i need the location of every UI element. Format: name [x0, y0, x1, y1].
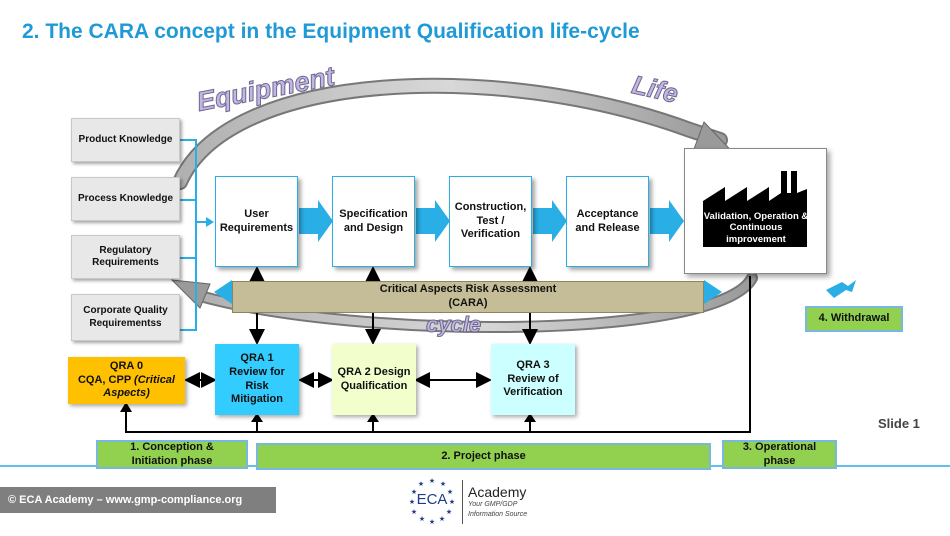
qra3-label: QRA 3 Review of Verification [503, 358, 563, 399]
slide-number: Slide 1 [878, 416, 920, 431]
logo-divider [462, 480, 463, 524]
process-label: Acceptance and Release [575, 207, 640, 234]
phase-label: 2. Project phase [441, 449, 526, 462]
svg-text:★: ★ [447, 488, 453, 496]
process-box-construction: Construction, Test / Verification [449, 176, 532, 267]
page-title: 2. The CARA concept in the Equipment Qua… [22, 20, 640, 43]
svg-text:★: ★ [440, 480, 446, 488]
process-label: Specification and Design [339, 207, 408, 234]
knowledge-box-process: Process Knowledge [71, 177, 180, 221]
knowledge-box-product: Product Knowledge [71, 118, 180, 162]
phase-conception: 1. Conception & Initiation phase [96, 440, 248, 469]
qra1-box: QRA 1 Review for Risk Mitigation [215, 344, 299, 415]
phase-label: 3. Operational phase [742, 440, 817, 467]
factory-icon [703, 171, 807, 247]
qra1-label: QRA 1 Review for Risk Mitigation [229, 352, 285, 406]
phase-project: 2. Project phase [256, 443, 711, 470]
copyright-text: © ECA Academy – www.gmp-compliance.org [8, 494, 243, 506]
process-label: User Requirements [219, 207, 294, 234]
validation-box: Validation, Operation & Continuous impro… [684, 148, 827, 274]
svg-text:★: ★ [419, 515, 425, 523]
withdrawal-arrow-icon [826, 280, 856, 298]
knowledge-label: Corporate Quality Requirementss [83, 305, 168, 329]
svg-text:★: ★ [411, 488, 417, 496]
brand-tagline-2: Information Source [468, 511, 528, 518]
qra0-title: QRA 0 [109, 359, 144, 372]
knowledge-box-corporate: Corporate Quality Requirementss [71, 294, 180, 341]
withdrawal-label: 4. Withdrawal [818, 312, 890, 325]
eca-logo-text: ECA [416, 491, 448, 508]
svg-text:★: ★ [446, 508, 452, 516]
qra3-box: QRA 3 Review of Verification [491, 344, 575, 415]
cara-arrow-ends [214, 280, 722, 304]
knowledge-label: Process Knowledge [77, 192, 174, 204]
cara-label: Critical Aspects Risk Assessment (CARA) [379, 283, 557, 309]
qra0-line1: CQA, CPP [77, 373, 131, 386]
validation-label: Validation, Operation & Continuous impro… [703, 211, 809, 245]
svg-text:★: ★ [418, 480, 424, 488]
cara-bar: Critical Aspects Risk Assessment (CARA) [232, 281, 704, 313]
qra0-line2: (Critical Aspects) [103, 373, 175, 400]
knowledge-box-regulatory: Regulatory Requirements [71, 235, 180, 279]
knowledge-label: Regulatory Requirements [92, 244, 159, 269]
qra2-box: QRA 2 Design Qualification [332, 344, 416, 415]
process-box-acceptance: Acceptance and Release [566, 176, 649, 267]
brand-tagline-1: Your GMP/GDP [468, 501, 518, 508]
knowledge-label: Product Knowledge [78, 133, 173, 145]
svg-text:★: ★ [409, 498, 415, 506]
footer-copyright: © ECA Academy – www.gmp-compliance.org [0, 487, 276, 513]
process-label: Construction, Test / Verification [454, 200, 527, 241]
svg-text:★: ★ [439, 515, 445, 523]
svg-text:★: ★ [429, 477, 435, 485]
knowledge-bracket [180, 139, 212, 331]
process-box-user-requirements: User Requirements [215, 176, 298, 267]
process-box-specification-design: Specification and Design [332, 176, 415, 267]
svg-text:★: ★ [449, 498, 455, 506]
svg-text:★: ★ [429, 518, 435, 526]
qra2-label: QRA 2 Design Qualification [337, 365, 411, 392]
star-ring-icon: ★★★★ ★★★★ ★★★★ [409, 477, 455, 526]
eca-logo: ★★★★ ★★★★ ★★★★ ECA [404, 476, 460, 526]
phase-operational: 3. Operational phase [722, 440, 837, 469]
withdrawal-box: 4. Withdrawal [805, 306, 903, 332]
phase-label: 1. Conception & Initiation phase [130, 440, 214, 467]
brand-name: Academy [468, 484, 527, 500]
feedback-line [125, 276, 751, 433]
qra0-box: QRA 0 CQA, CPP (Critical Aspects) [68, 357, 185, 404]
process-chevrons [299, 200, 684, 242]
arc-word-cycle: cycle [425, 312, 482, 338]
svg-text:★: ★ [411, 508, 417, 516]
